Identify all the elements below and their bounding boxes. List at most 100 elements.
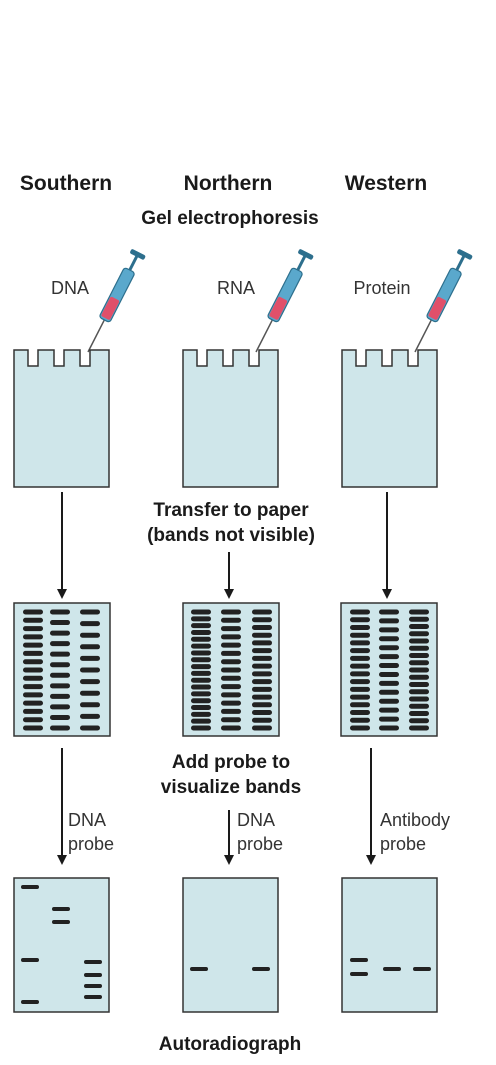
blot-band bbox=[80, 632, 100, 638]
blot-band bbox=[252, 632, 272, 638]
blot-band bbox=[409, 660, 429, 666]
blot-band bbox=[409, 718, 429, 724]
blot-band bbox=[23, 725, 43, 731]
blot-band bbox=[191, 609, 211, 615]
blot-band bbox=[191, 691, 211, 697]
blot-band bbox=[80, 702, 100, 708]
blot-band bbox=[252, 609, 272, 615]
blot-band bbox=[350, 725, 370, 731]
blot-band bbox=[379, 671, 399, 677]
blot-band bbox=[221, 700, 241, 706]
blot-band bbox=[379, 707, 399, 713]
blot-band bbox=[221, 684, 241, 690]
blot-band bbox=[221, 725, 241, 731]
autoradiograph-band bbox=[383, 967, 401, 971]
blot-band bbox=[252, 640, 272, 646]
blot-band bbox=[191, 684, 211, 690]
blot-band bbox=[350, 694, 370, 700]
blot-band bbox=[23, 684, 43, 690]
blot-band bbox=[23, 659, 43, 665]
blot-band bbox=[50, 662, 70, 668]
blot-band bbox=[350, 617, 370, 623]
syringe-needle bbox=[87, 319, 106, 353]
blot-band bbox=[23, 617, 43, 623]
gel-southern bbox=[13, 349, 110, 488]
blot-band bbox=[379, 663, 399, 669]
transfer-label-line2: (bands not visible) bbox=[147, 525, 315, 546]
probe-label-northern-line1: DNA bbox=[237, 810, 275, 830]
blot-band bbox=[80, 690, 100, 696]
blot-band bbox=[23, 650, 43, 656]
blot-band bbox=[191, 718, 211, 724]
blot-band bbox=[23, 717, 43, 723]
blot-band bbox=[252, 694, 272, 700]
blot-band bbox=[221, 626, 241, 632]
blot-band bbox=[23, 700, 43, 706]
blot-band bbox=[350, 624, 370, 630]
blot-band bbox=[252, 717, 272, 723]
probe-label-southern-line2: probe bbox=[68, 834, 114, 854]
blot-band bbox=[23, 634, 43, 640]
blot-band bbox=[191, 725, 211, 731]
gel-western bbox=[341, 349, 438, 488]
blot-band bbox=[191, 629, 211, 635]
blot-band bbox=[409, 725, 429, 731]
blot-band bbox=[191, 705, 211, 711]
blot-band bbox=[80, 655, 100, 661]
blot-band bbox=[80, 713, 100, 719]
blot-band bbox=[409, 682, 429, 687]
probe-label-western-line2: probe bbox=[380, 834, 426, 854]
probe-label-northern-line2: probe bbox=[237, 834, 283, 854]
sample-label-protein: Protein bbox=[353, 278, 410, 298]
blot-band bbox=[252, 686, 272, 692]
blot-band bbox=[350, 717, 370, 723]
blot-band bbox=[252, 710, 272, 716]
blot-band bbox=[350, 632, 370, 638]
blot-band bbox=[252, 671, 272, 677]
blot-band bbox=[252, 702, 272, 708]
blot-band bbox=[252, 725, 272, 731]
blot-band bbox=[379, 689, 399, 695]
blot-band bbox=[23, 692, 43, 698]
sample-label-rna: RNA bbox=[217, 278, 255, 298]
blot-band bbox=[350, 702, 370, 708]
blot-band bbox=[221, 717, 241, 723]
blot-band bbox=[191, 650, 211, 656]
blot-band bbox=[221, 617, 241, 623]
blot-band bbox=[191, 636, 211, 642]
syringe-needle bbox=[255, 319, 274, 353]
syringe-sample bbox=[428, 296, 447, 320]
blot-band bbox=[191, 657, 211, 663]
blot-band bbox=[350, 640, 370, 646]
autoradiograph-band bbox=[84, 984, 102, 988]
autoradiograph-southern bbox=[13, 877, 110, 1013]
autoradiograph-band bbox=[413, 967, 431, 971]
blot-band bbox=[252, 624, 272, 630]
blot-band bbox=[191, 711, 211, 717]
transfer-label-line1: Transfer to paper bbox=[153, 500, 309, 521]
blot-band bbox=[221, 659, 241, 665]
probe-label-southern-line1: DNA bbox=[68, 810, 106, 830]
blot-band bbox=[221, 675, 241, 681]
blot-band bbox=[350, 648, 370, 654]
autoradiograph-band bbox=[52, 920, 70, 924]
gel-northern bbox=[182, 349, 279, 488]
blot-band bbox=[50, 693, 70, 699]
blot-band bbox=[409, 667, 429, 673]
blot-band bbox=[379, 636, 399, 642]
blot-band bbox=[50, 651, 70, 657]
syringe-plunger bbox=[128, 255, 139, 271]
syringe-icon bbox=[87, 249, 146, 353]
autoradiograph-bands bbox=[21, 885, 431, 1004]
column-title-northern: Northern bbox=[184, 172, 273, 195]
syringe-icon bbox=[255, 249, 314, 353]
gel-electrophoresis-label: Gel electrophoresis bbox=[141, 208, 318, 229]
blot-band bbox=[350, 655, 370, 661]
blot-band bbox=[80, 609, 100, 615]
blot-band bbox=[23, 667, 43, 673]
autoradiograph-band bbox=[252, 967, 270, 971]
autoradiograph-band bbox=[21, 885, 39, 889]
blot-band bbox=[379, 627, 399, 633]
blot-band bbox=[409, 689, 429, 695]
